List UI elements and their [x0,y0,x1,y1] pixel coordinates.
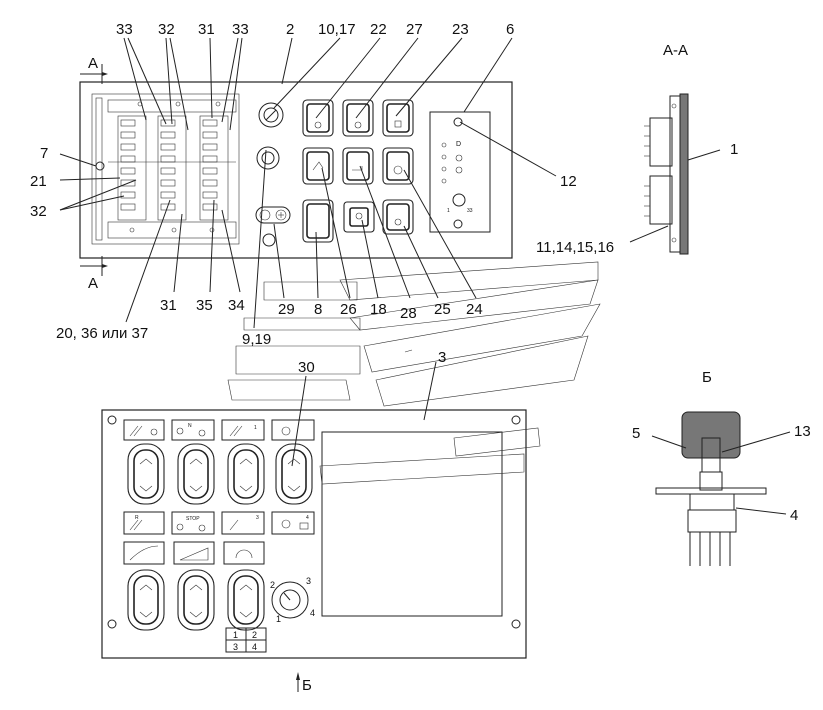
callout-25: 25 [434,301,451,318]
callout-31a: 31 [198,21,215,38]
dial-3: 3 [306,576,311,586]
dial-2: 2 [270,580,275,590]
fuse-block [107,99,237,239]
callout-5: 5 [632,425,640,442]
callout-33a: 33 [116,21,133,38]
callout-28: 28 [400,305,417,322]
rocker-row-1 [127,443,313,505]
rotary-switch [256,146,280,170]
section-aa-title: А-А [663,42,688,59]
label-row-2: R STOP 3 4 [123,511,315,535]
callout-18: 18 [370,301,387,318]
section-a-a [644,93,689,255]
callout-26: 26 [340,301,357,318]
callout-35: 35 [196,297,213,314]
fuse-column-2 [157,115,187,221]
ignition-switch [258,102,284,128]
callout-22: 22 [370,21,387,38]
knob-scale-1: 1 [447,208,450,214]
detail-b [655,411,767,566]
grid-2: 2 [252,630,257,640]
indicator-panel-6: D 1 33 [429,111,491,233]
callout-29: 29 [278,301,295,318]
fuse-bottom-bar [107,221,237,239]
upper-panel: D 1 33 [79,81,513,259]
dial-4: 4 [310,608,315,618]
label-num-4: 4 [306,515,309,521]
mode-dial: 2 3 4 1 [270,576,315,624]
rocker-switches [302,99,414,243]
stop-label: STOP [186,516,200,522]
grid-1: 1 [233,630,238,640]
callout-11-16: 11,14,15,16 [536,239,614,256]
label-row-3 [123,541,265,565]
fuse-block-rail [95,97,103,241]
callout-30: 30 [298,359,315,376]
lamp-9-19 [262,233,276,247]
label-row-1: N 1 [123,419,315,441]
section-a-bottom: А [88,275,98,292]
n-label: N [188,423,192,429]
arrow-a-bottom [102,264,108,268]
arrow-a-top [102,72,108,76]
section-b-title: Б [702,369,712,386]
section-a-top: А [88,55,98,72]
view-arrow-b: Б [302,677,312,694]
grid-3: 3 [233,642,238,652]
fuse-top-bar [107,99,237,113]
numbered-grid: 1 2 3 4 [225,627,267,653]
callout-6: 6 [506,21,514,38]
arrow-b [296,672,300,680]
leader-lines [59,37,791,692]
callout-9-19: 9,19 [242,331,271,348]
lower-panel: N 1 R STOP 3 4 [101,409,527,659]
callout-21: 21 [30,173,47,190]
fuse-block-frame [91,93,240,245]
callout-1: 1 [730,141,738,158]
callout-31b: 31 [160,297,177,314]
callout-24: 24 [466,301,483,318]
callout-32b: 32 [30,203,47,220]
callout-12: 12 [560,173,577,190]
callout-10-17: 10,17 [318,21,356,38]
display-area [321,431,503,617]
r-label: R [135,515,139,521]
callout-20-36-37: 20, 36 или 37 [56,325,148,342]
callout-3: 3 [438,349,446,366]
overlay-plates [227,261,601,485]
grid-4: 4 [252,642,257,652]
dial-1: 1 [276,614,281,624]
callout-8: 8 [314,301,322,318]
switch-d-label: D [456,141,461,148]
callout-23: 23 [452,21,469,38]
rocker-row-2 [127,569,265,631]
callout-34: 34 [228,297,245,314]
upper-panel-outline [79,81,513,259]
label-num-1: 1 [254,425,257,431]
fuse-column-3 [199,115,229,221]
callout-13: 13 [794,423,811,440]
label-num-3: 3 [256,515,259,521]
callout-4: 4 [790,507,798,524]
double-button-29 [255,206,291,224]
callout-32a: 32 [158,21,175,38]
callout-33b: 33 [232,21,249,38]
knob-scale-33: 33 [467,208,473,214]
callout-2: 2 [286,21,294,38]
callout-7: 7 [40,145,48,162]
callout-27: 27 [406,21,423,38]
callout-labels: 33 32 31 33 2 10,17 22 27 23 6 А-А А 7 2… [30,21,811,694]
